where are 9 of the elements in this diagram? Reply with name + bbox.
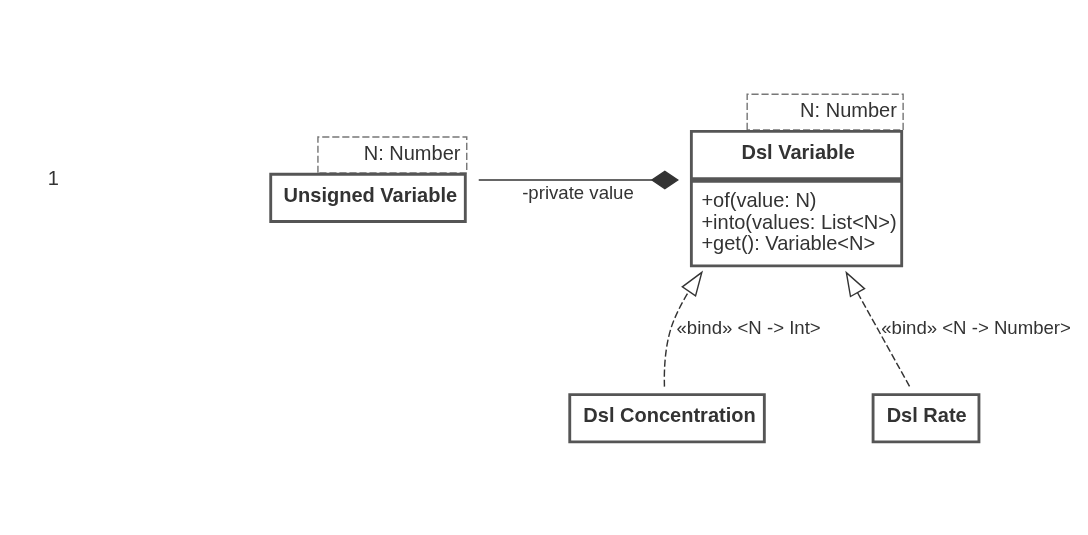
node-box: Dsl Concentration	[568, 392, 766, 443]
edge-label: «bind» <N -> Int>	[676, 316, 821, 338]
node-box: Dsl Rate	[871, 392, 981, 443]
label: 1	[47, 166, 59, 189]
arrow	[663, 270, 704, 387]
arrow	[845, 270, 911, 387]
edge-label: -private value	[522, 181, 634, 203]
edge-label: «bind» <N -> Number>	[881, 316, 1071, 338]
connector	[478, 170, 679, 189]
